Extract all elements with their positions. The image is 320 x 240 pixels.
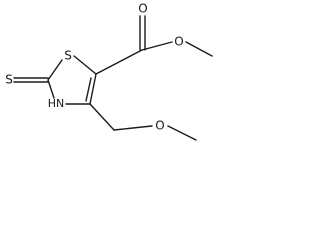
structure-drawing: S S HN O O O [5, 2, 213, 141]
bond-c4-ch2 [89, 103, 115, 131]
bond-ch2-ether-o [113, 125, 153, 131]
atom-carbonyl-o: O [138, 2, 147, 16]
ring-bond-c5-c4-inner [85, 77, 92, 102]
atom-ester-o: O [174, 35, 183, 49]
bond-ether-o-methyl [167, 125, 197, 141]
bond-carbonyl-ester-o [141, 41, 173, 51]
bond-c5-carbonyl [95, 49, 143, 75]
ring-bond-c5-c4 [89, 73, 97, 105]
ring-bond-c2-s1 [47, 59, 63, 81]
atom-thione-s: S [5, 73, 13, 87]
bond-ester-o-methyl [185, 41, 213, 57]
atom-ring-nh: HN [48, 97, 65, 110]
atom-ether-o: O [155, 119, 164, 133]
atom-ring-s: S [64, 49, 72, 63]
ring-bond-s1-c5 [73, 55, 97, 75]
ring-bond-n3-c2 [47, 79, 55, 99]
